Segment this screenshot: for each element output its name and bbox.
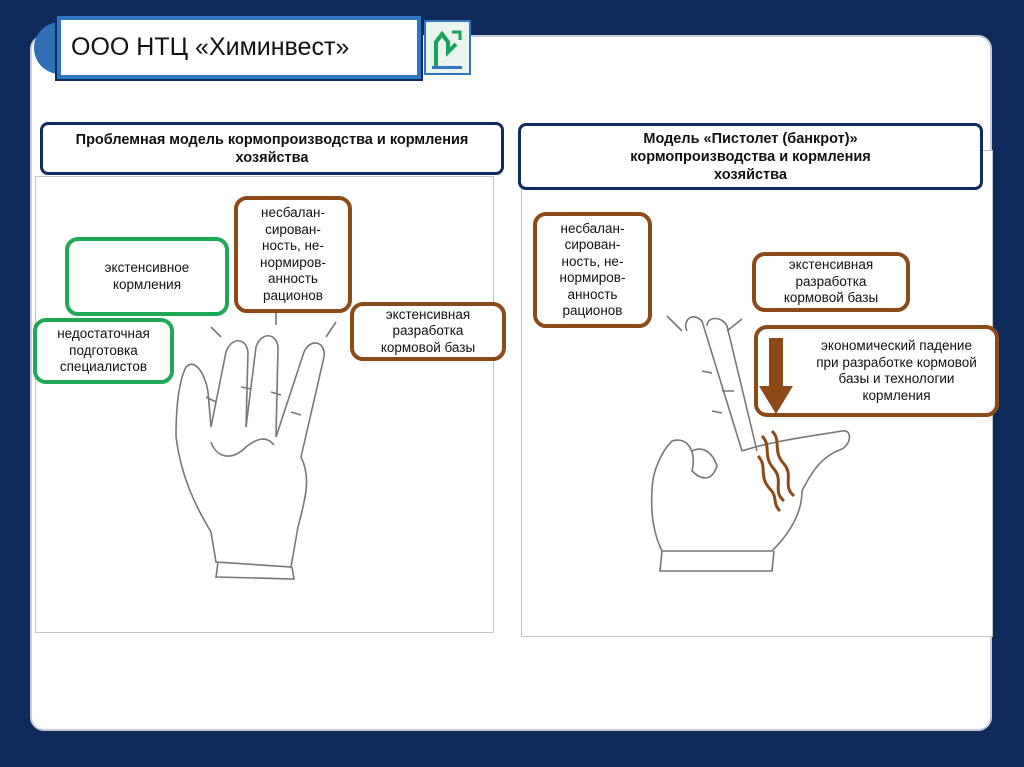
gun-hand-drawing xyxy=(650,315,851,572)
logo-icon xyxy=(424,20,471,75)
label-box-insufficient-training: недостаточная подготовка специалистов xyxy=(33,318,174,384)
left-heading: Проблемная модель кормопроизводства и ко… xyxy=(40,122,504,175)
label-box-extensive-forage-base-right: экстенсивная разработка кормовой базы xyxy=(752,252,910,312)
label-box-extensive-forage-base: экстенсивная разработка кормовой базы xyxy=(350,302,506,361)
label-box-unbalanced-rations-right: несбалан- сирован- ность, не- нормиров- … xyxy=(533,212,652,328)
label-box-extensive-feeding: экстенсивное кормления xyxy=(65,237,229,316)
open-hand-drawing xyxy=(175,307,337,580)
down-arrow-icon xyxy=(759,338,793,414)
company-title: ООО НТЦ «Химинвест» xyxy=(55,14,423,81)
label-box-unbalanced-rations: несбалан- сирован- ность, не- нормиров- … xyxy=(234,196,352,313)
label-box-economic-decline: экономический падение при разработке кор… xyxy=(754,325,999,417)
right-heading: Модель «Пистолет (банкрот)» кормопроизво… xyxy=(518,123,983,190)
